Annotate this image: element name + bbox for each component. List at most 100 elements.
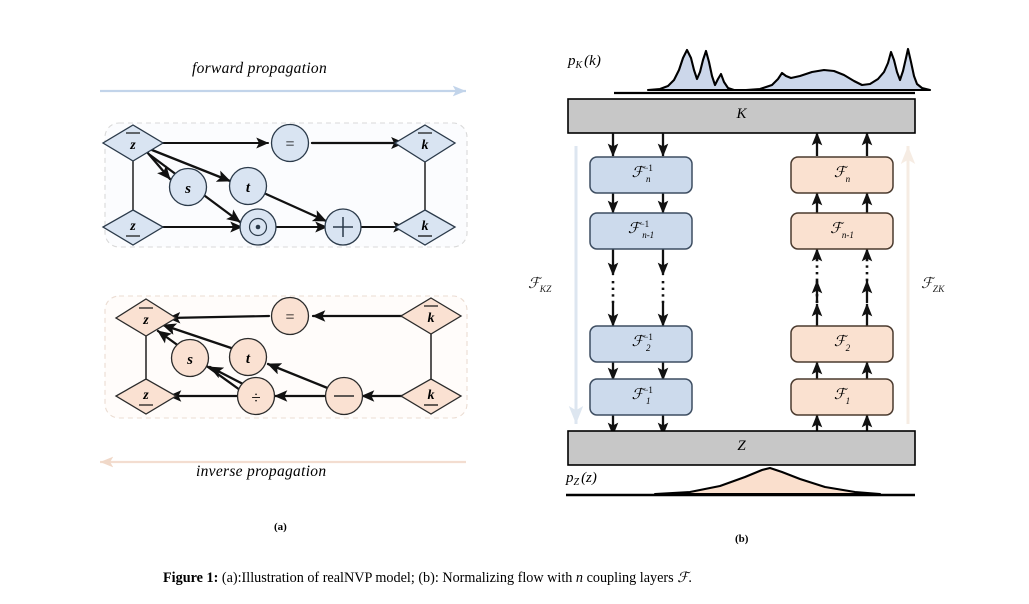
forward-node-z-under: z: [101, 209, 165, 246]
left-layer-boxes: [589, 156, 693, 416]
left-flow-side-label: ℱKZ: [528, 274, 551, 295]
right-layer-label-3: ℱ1: [791, 385, 893, 406]
left-layer-label-sub-0: n: [645, 174, 651, 184]
svg-text:k: k: [428, 311, 435, 326]
left-layer-label-glyph-0: ℱ: [631, 163, 644, 181]
right-layer-label-glyph-0: ℱ: [833, 163, 846, 181]
inverse-node-s: s: [170, 338, 210, 378]
left-layer-label-sub-2: 2: [645, 343, 651, 353]
space-block-K: [567, 98, 916, 134]
left-layer-label-0: ℱ−1n: [590, 163, 692, 184]
caption-italic-n: n: [575, 570, 584, 586]
inverse-propagation-title: inverse propagation: [196, 463, 327, 480]
left-layer-label-1: ℱ−1n-1: [590, 219, 692, 240]
space-block-Z: [567, 430, 916, 466]
left-layer-label-sup-3: −1: [643, 385, 653, 395]
left-layer-label-sub-3: 1: [645, 396, 651, 406]
svg-text:t: t: [246, 351, 251, 367]
right-layer-label-sub-1: n-1: [841, 230, 854, 240]
svg-text:=: =: [285, 309, 294, 326]
svg-text:s: s: [186, 352, 193, 368]
svg-text:k: k: [422, 138, 429, 153]
svg-text:z: z: [129, 219, 136, 234]
svg-text:k: k: [422, 219, 429, 234]
svg-text:z: z: [129, 138, 136, 153]
caption-prefix: Figure 1:: [163, 570, 219, 586]
left-layer-label-glyph-2: ℱ: [631, 332, 644, 350]
caption-body-2: coupling layers: [583, 570, 678, 586]
density-curve-top: [614, 47, 932, 95]
inverse-node-k-bar: k: [399, 297, 463, 335]
density-bottom-label-sub: Z: [573, 477, 580, 488]
forward-node-k-under: k: [393, 209, 457, 246]
left-flow-side-label-sub: KZ: [539, 285, 552, 295]
inverse-node-z-bar: z: [114, 298, 178, 337]
right-flow-side-label-main: ℱ: [921, 274, 933, 292]
right-layer-label-glyph-2: ℱ: [833, 332, 846, 350]
inverse-node-t: t: [228, 337, 268, 377]
left-layer-label-sub-1: n-1: [642, 230, 655, 240]
left-layer-label-sup-2: −1: [643, 332, 653, 342]
density-bottom-label-arg: (z): [581, 470, 597, 486]
normalizing-flow-group: [566, 47, 932, 497]
forward-propagation-group: z z s t =: [100, 85, 468, 248]
forward-node-z-bar: z: [101, 124, 165, 162]
left-layer-label-sup-0: −1: [643, 163, 653, 173]
forward-node-t: t: [228, 166, 268, 206]
left-layer-label-glyph-3: ℱ: [631, 385, 644, 403]
left-layer-label-2: ℱ−12: [590, 332, 692, 353]
right-layer-label-1: ℱn-1: [791, 219, 893, 240]
svg-text:z: z: [142, 388, 149, 403]
density-top-label-arg: (k): [584, 53, 601, 69]
right-layer-label-sub-3: 1: [845, 396, 851, 406]
svg-text:÷: ÷: [251, 388, 260, 407]
forward-node-equals: =: [270, 123, 310, 163]
space-block-K-label: K: [736, 106, 747, 122]
right-layer-label-glyph-3: ℱ: [833, 385, 846, 403]
forward-propagation-title: forward propagation: [192, 60, 328, 77]
inverse-node-minus: [324, 376, 364, 416]
caption-end: .: [688, 570, 692, 586]
left-flow-side-label-main: ℱ: [528, 274, 540, 292]
space-block-Z-label: Z: [737, 438, 746, 454]
left-layer-label-sup-1: −1: [639, 219, 650, 229]
right-layer-boxes: [790, 156, 894, 416]
left-layer-label-glyph-1: ℱ: [627, 219, 640, 237]
svg-text:z: z: [142, 313, 149, 328]
forward-panel-container: [104, 122, 468, 248]
right-flow-side-label: ℱZK: [921, 274, 944, 295]
inverse-node-k-under: k: [399, 378, 463, 415]
right-layer-label-sub-2: 2: [845, 343, 851, 353]
svg-text:s: s: [184, 181, 191, 197]
density-top-label-p: p: [568, 53, 576, 69]
panel-b-sub-label: (b): [735, 533, 749, 545]
caption-body-1: (a):Illustration of realNVP model; (b): …: [218, 570, 576, 586]
forward-node-s: s: [168, 167, 208, 207]
svg-text:=: =: [285, 136, 294, 153]
right-layer-label-0: ℱn: [791, 163, 893, 184]
inverse-propagation-group: z z s t = ÷: [100, 295, 468, 468]
forward-node-hadamard: [239, 208, 277, 246]
density-top-label-sub: K: [575, 60, 583, 71]
right-flow-arrows: [811, 132, 873, 435]
inverse-node-divide: ÷: [236, 376, 276, 416]
right-layer-label-sub-0: n: [845, 174, 851, 184]
density-bottom-label-p: p: [566, 470, 574, 486]
right-flow-side-label-sub: ZK: [932, 285, 945, 295]
left-layer-label-3: ℱ−11: [590, 385, 692, 406]
right-layer-label-2: ℱ2: [791, 332, 893, 353]
forward-node-plus: [324, 208, 362, 246]
inverse-panel-container: [104, 295, 468, 419]
density-bottom-label: pZ(z): [566, 470, 597, 488]
right-layer-label-glyph-1: ℱ: [830, 219, 842, 237]
svg-text:t: t: [246, 180, 251, 196]
inverse-node-equals: =: [270, 296, 310, 336]
forward-node-k-bar: k: [393, 124, 457, 163]
inverse-node-z-under: z: [114, 378, 178, 415]
density-curve-bottom: [566, 466, 915, 497]
svg-text:k: k: [428, 388, 435, 403]
figure-caption: Figure 1: (a):Illustration of realNVP mo…: [163, 570, 692, 587]
panel-a-sub-label: (a): [274, 521, 287, 533]
caption-script-f: ℱ: [677, 570, 689, 586]
